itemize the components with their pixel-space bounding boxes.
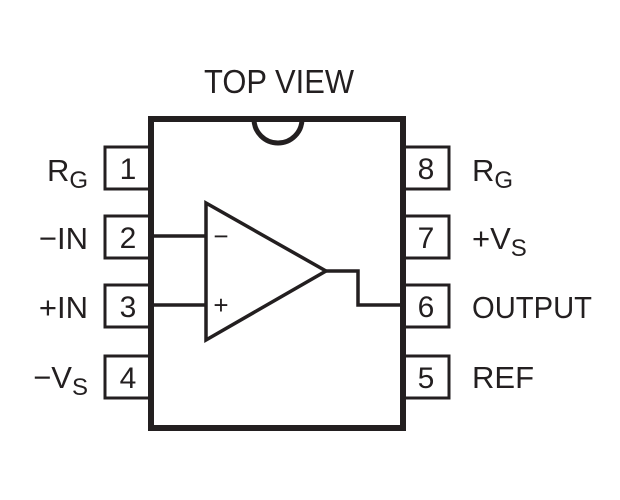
pin-label-7: +VS bbox=[472, 221, 527, 262]
pin-box-1 bbox=[103, 145, 153, 191]
pin-number-3: 3 bbox=[120, 291, 137, 324]
pin-box-7 bbox=[401, 214, 451, 260]
pin-label-8-sub: G bbox=[494, 167, 513, 194]
pin-label-1-sub: G bbox=[69, 167, 88, 194]
pin-label-7-sub: S bbox=[511, 235, 527, 262]
inverting-symbol: − bbox=[213, 221, 228, 251]
pin-label-7-main: +V bbox=[472, 221, 511, 256]
pin-number-4: 4 bbox=[120, 362, 137, 395]
pin-label-5: REF bbox=[472, 360, 534, 395]
pin-label-8-main: R bbox=[472, 153, 494, 188]
pin-box-4 bbox=[103, 354, 153, 400]
pin-label-1: RG bbox=[47, 153, 88, 194]
pin-box-8 bbox=[401, 145, 451, 191]
wire-output bbox=[326, 269, 403, 307]
pin-label-8: RG bbox=[472, 153, 513, 194]
pin-label-6: OUTPUT bbox=[472, 290, 592, 325]
package-notch bbox=[251, 118, 305, 146]
pin-number-7: 7 bbox=[418, 222, 435, 255]
pin-number-8: 8 bbox=[418, 153, 435, 186]
pin-number-5: 5 bbox=[418, 362, 435, 395]
pin-label-1-main: R bbox=[47, 153, 69, 188]
pin-label-4-sub: S bbox=[72, 374, 88, 401]
noninverting-symbol: + bbox=[213, 290, 228, 320]
package-body bbox=[148, 116, 406, 431]
amplifier-triangle bbox=[204, 199, 330, 344]
pin-label-3: +IN bbox=[39, 290, 88, 325]
pin-box-5 bbox=[401, 354, 451, 400]
pin-number-2: 2 bbox=[120, 222, 137, 255]
pin-number-6: 6 bbox=[418, 291, 435, 324]
pin-label-2: −IN bbox=[39, 221, 88, 256]
pin-label-4: −VS bbox=[33, 360, 88, 401]
pin-label-4-main: −V bbox=[33, 360, 72, 395]
pin-number-1: 1 bbox=[120, 153, 137, 186]
view-title: TOP VIEW bbox=[204, 63, 355, 100]
